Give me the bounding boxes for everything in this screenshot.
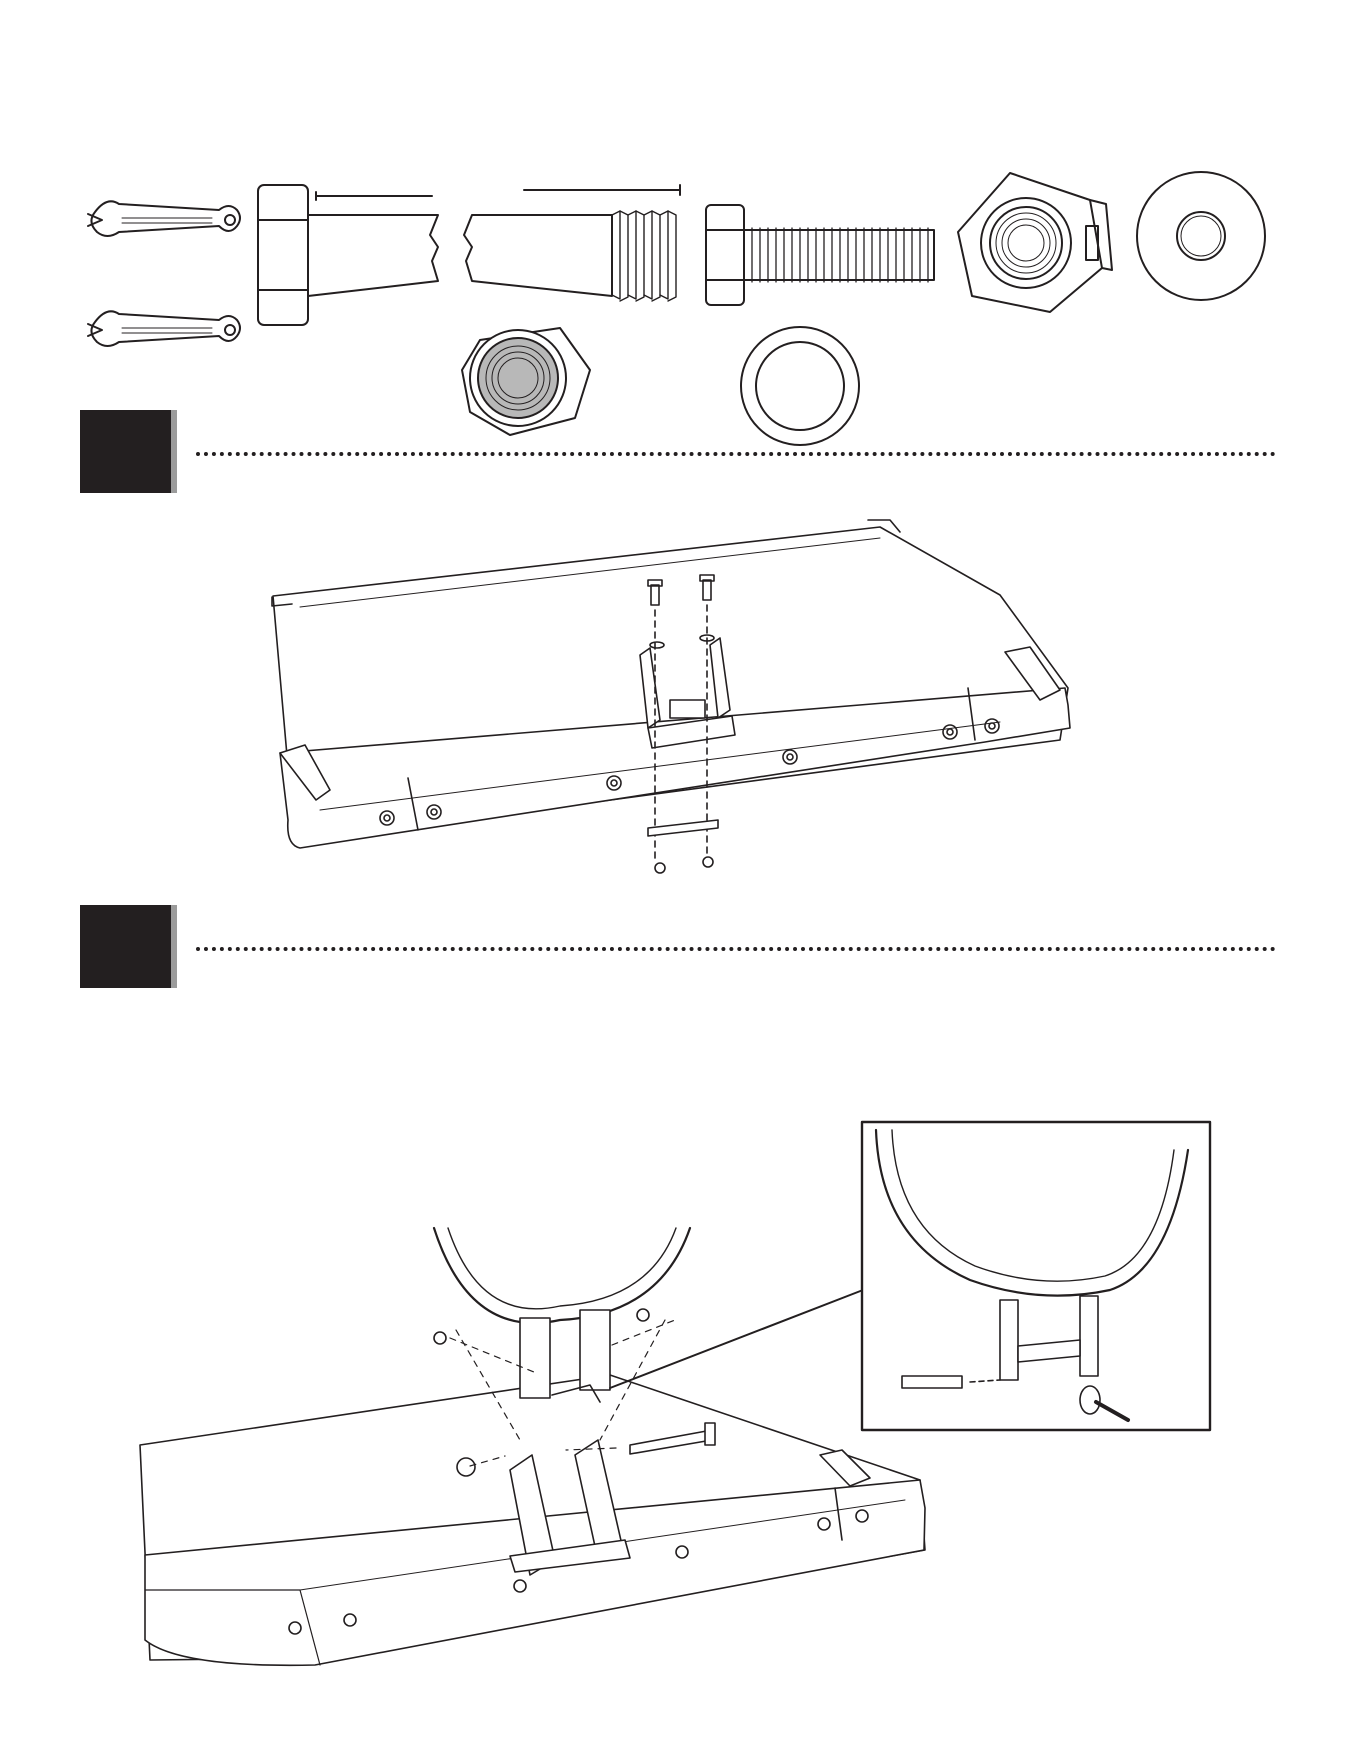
detail-inset xyxy=(862,1122,1210,1430)
callout-leader-line xyxy=(610,1290,863,1388)
nut-part xyxy=(457,1458,475,1476)
rim-ring xyxy=(434,1228,690,1323)
